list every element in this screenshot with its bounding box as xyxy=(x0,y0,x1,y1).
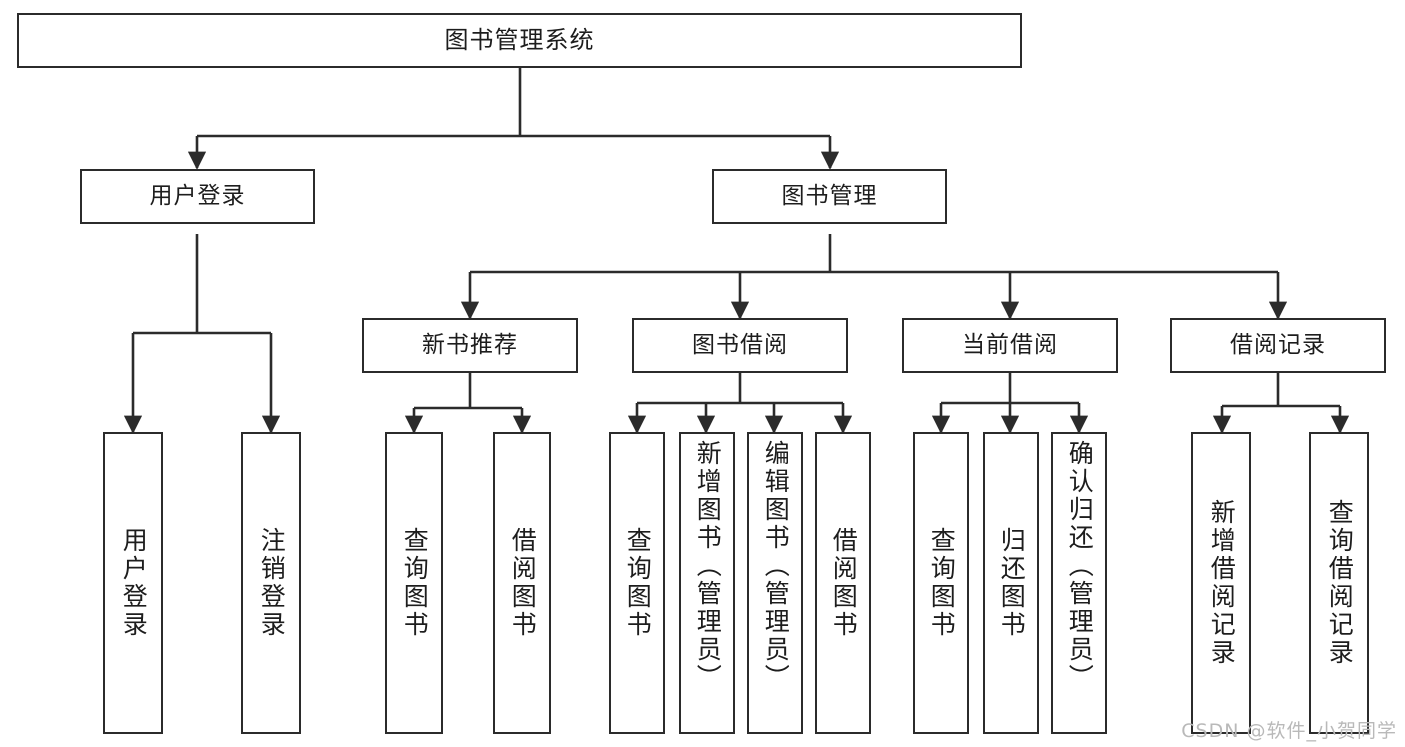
node-label: 用户登录 xyxy=(149,182,246,209)
leaf-user-login[interactable]: 用户登录 xyxy=(103,432,163,734)
leaf-query-book-borrow[interactable]: 查询图书 xyxy=(609,432,665,734)
node-label: 图书借阅 xyxy=(692,331,788,358)
node-label: 查询图书 xyxy=(623,527,653,639)
leaf-query-book-current[interactable]: 查询图书 xyxy=(913,432,969,734)
node-label: 图书管理 xyxy=(781,182,878,209)
leaf-add-borrow-record[interactable]: 新增借阅记录 xyxy=(1191,432,1251,734)
node-book-borrow[interactable]: 图书借阅 xyxy=(632,318,848,373)
node-book-management[interactable]: 图书管理 xyxy=(712,169,947,224)
node-label: 编辑图书（管理员） xyxy=(761,440,791,692)
node-label: 查询借阅记录 xyxy=(1325,499,1355,667)
node-current-borrow[interactable]: 当前借阅 xyxy=(902,318,1118,373)
node-label: 借阅记录 xyxy=(1230,331,1326,358)
node-label: 图书管理系统 xyxy=(444,26,595,55)
node-label: 新增借阅记录 xyxy=(1207,499,1237,667)
leaf-query-borrow-record[interactable]: 查询借阅记录 xyxy=(1309,432,1369,734)
node-new-book-recommend[interactable]: 新书推荐 xyxy=(362,318,578,373)
node-label: 注销登录 xyxy=(257,527,287,639)
node-root-system[interactable]: 图书管理系统 xyxy=(17,13,1022,68)
leaf-logout[interactable]: 注销登录 xyxy=(241,432,301,734)
node-label: 新书推荐 xyxy=(422,331,518,358)
node-user-login[interactable]: 用户登录 xyxy=(80,169,315,224)
node-label: 确认归还（管理员） xyxy=(1065,440,1095,692)
node-label: 新增图书（管理员） xyxy=(693,440,723,692)
leaf-borrow-book[interactable]: 借阅图书 xyxy=(815,432,871,734)
leaf-borrow-book-recommend[interactable]: 借阅图书 xyxy=(493,432,551,734)
leaf-add-book-admin[interactable]: 新增图书（管理员） xyxy=(679,432,735,734)
node-label: 归还图书 xyxy=(997,527,1027,639)
node-label: 用户登录 xyxy=(119,527,149,639)
node-label: 借阅图书 xyxy=(508,527,538,639)
leaf-query-book-recommend[interactable]: 查询图书 xyxy=(385,432,443,734)
leaf-edit-book-admin[interactable]: 编辑图书（管理员） xyxy=(747,432,803,734)
node-label: 当前借阅 xyxy=(962,331,1058,358)
node-label: 查询图书 xyxy=(400,527,430,639)
leaf-return-book[interactable]: 归还图书 xyxy=(983,432,1039,734)
node-borrow-record[interactable]: 借阅记录 xyxy=(1170,318,1386,373)
leaf-confirm-return-admin[interactable]: 确认归还（管理员） xyxy=(1051,432,1107,734)
node-label: 查询图书 xyxy=(927,527,957,639)
node-label: 借阅图书 xyxy=(829,527,859,639)
